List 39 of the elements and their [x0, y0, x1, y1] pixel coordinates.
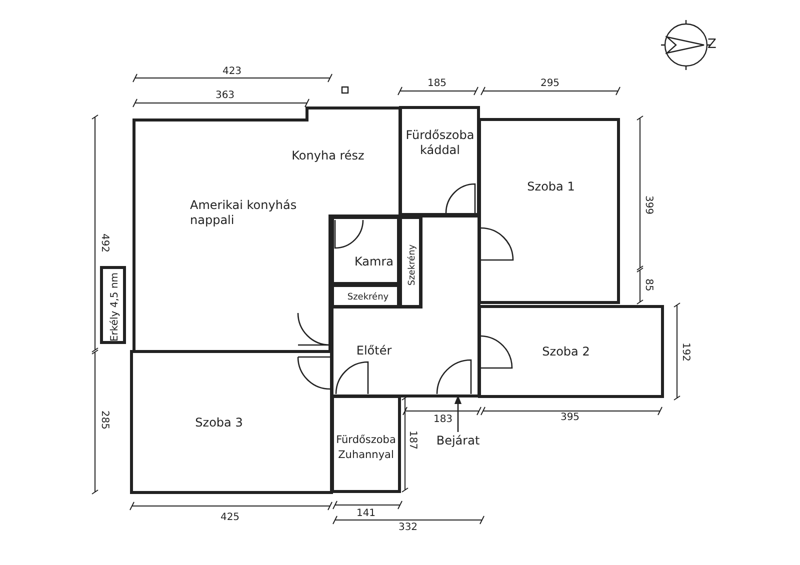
bedroom [478, 305, 664, 398]
room-label: Erkély 4,5 nm [108, 272, 122, 342]
balcony [100, 266, 126, 344]
dimension-label: 492 [98, 233, 110, 253]
dimension-label: 85 [642, 278, 654, 292]
room-label: Szekrény [406, 244, 418, 286]
room-label: Amerikai konyhás nappali [190, 198, 298, 228]
room-label: Szoba 3 [195, 416, 243, 430]
room-label: Fürdőszoba Zuhannyal [335, 433, 397, 463]
dimension-label: 423 [222, 66, 242, 78]
hallway [330, 214, 481, 398]
room-label: Szoba 1 [527, 180, 575, 194]
bedroom [130, 350, 333, 494]
dimension-label: 141 [356, 508, 376, 520]
room-label: Szekrény [347, 291, 389, 304]
pantry [331, 216, 400, 285]
bathroom [399, 106, 480, 216]
compass-letter: Z [708, 39, 716, 51]
dimension-label: 192 [679, 342, 691, 362]
dimension-label: 425 [220, 512, 240, 524]
dimension-label: 395 [560, 412, 580, 424]
bedroom [478, 118, 620, 304]
room-label: Fürdőszoba káddal [404, 128, 476, 158]
dimension-label: 399 [642, 195, 654, 215]
dimension-label: 332 [398, 522, 418, 534]
dimension-label: 185 [427, 78, 447, 90]
room-label: Bejárat [436, 434, 480, 448]
room-label: Kamra [354, 254, 394, 270]
room-label: Előtér [356, 344, 392, 358]
room-label: Konyha rész [292, 148, 364, 164]
room-label: Szoba 2 [542, 344, 590, 360]
dimension-label: 187 [406, 430, 418, 450]
dimension-label: 295 [540, 78, 560, 90]
cupboard [331, 284, 400, 308]
dimension-label: 363 [215, 90, 235, 102]
arrow [454, 395, 462, 432]
dimension-label: 183 [433, 414, 453, 426]
dimension-label: 285 [98, 410, 110, 430]
bathroom [331, 395, 401, 493]
